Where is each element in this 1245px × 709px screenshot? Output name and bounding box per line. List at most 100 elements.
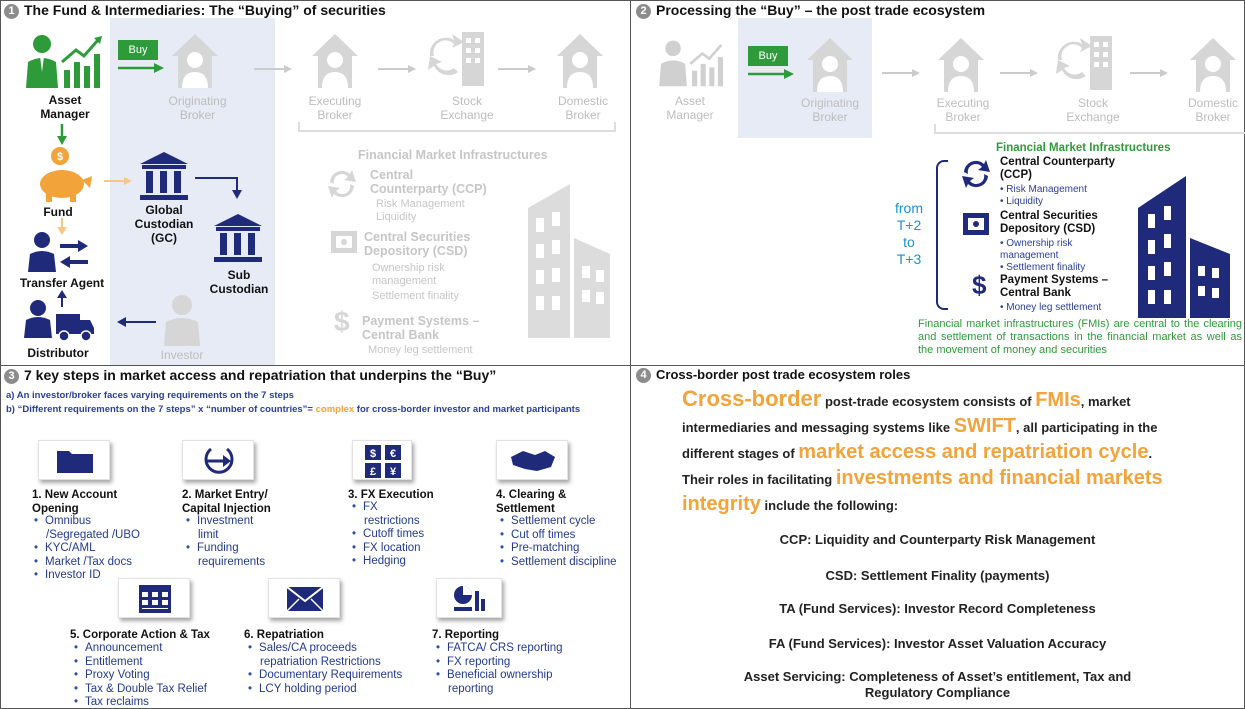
q2-csd-item: • Settlement finality — [1000, 262, 1086, 273]
q3-line-b-text: for cross-border investor and market par… — [356, 404, 581, 415]
originating-broker-icon — [172, 34, 218, 88]
executing-broker-icon — [312, 34, 358, 88]
buy-arrow-icon — [118, 63, 164, 73]
dollar-icon: $ — [334, 306, 350, 337]
q1-fmi-title: Financial Market Infrastructures — [358, 148, 548, 162]
arrow-gray-icon — [378, 65, 416, 73]
step-2-title: 2. Market Entry/ Capital Injection — [182, 489, 271, 515]
investor-label: Investor — [160, 348, 204, 362]
q2-fmi-title: Financial Market Infrastructures — [996, 142, 1171, 154]
sub-custodian-label: Sub Custodian — [209, 268, 269, 296]
step-3-tile: $€£¥ — [352, 440, 412, 480]
intro-text: . Their roles in facilitating — [682, 446, 1153, 487]
list-item: FX restrictions — [352, 501, 424, 528]
list-item: Tax & Double Tax Relief — [74, 683, 207, 697]
q2-ccp-item-text: Liquidity — [1006, 196, 1043, 207]
executing-broker-icon — [938, 38, 984, 92]
q2-number-badge: 2 — [636, 4, 651, 19]
arrow-orange-icon — [104, 177, 132, 185]
step-5-title: 5. Corporate Action & Tax — [70, 629, 210, 641]
q3-number-badge: 3 — [4, 369, 19, 384]
list-item: LCY holding period — [248, 683, 402, 697]
list-item: KYC/AML — [34, 542, 140, 556]
folder-icon — [57, 451, 93, 473]
timing-label: from T+2 to T+3 — [895, 200, 923, 267]
q2-ccp-item: • Risk Management — [1000, 184, 1087, 195]
step-6-title: 6. Repatriation — [244, 629, 324, 641]
step-5-tile — [118, 578, 190, 618]
q2-csd-title: Central Securities Depository (CSD) — [1000, 210, 1098, 235]
buy-badge: Buy — [118, 40, 158, 60]
svg-text:$: $ — [57, 151, 63, 163]
ccp-icon — [328, 170, 356, 198]
q1-ccp-item: Risk Management — [376, 198, 465, 210]
step-2-items: Investment limit Funding requirements — [186, 515, 265, 569]
market-entry-icon — [204, 447, 234, 474]
building-icon — [528, 184, 610, 338]
q1-csd-item: Ownership risk management — [372, 262, 445, 287]
q4-roles: CCP: Liquidity and Counterparty Risk Man… — [630, 0, 1245, 709]
list-item: Cutoff times — [352, 528, 424, 542]
asset-manager-label: Asset Manager — [40, 93, 90, 121]
distributor-icon — [24, 300, 94, 342]
role-ta: TA (Fund Services): Investor Record Comp… — [779, 601, 1096, 616]
svg-text:¥: ¥ — [390, 466, 397, 478]
currency-icon: $€£¥ — [365, 445, 401, 478]
intro-text: include the following: — [760, 498, 899, 513]
q2-pay-item-text: Money leg settlement — [1006, 302, 1102, 313]
calendar-icon — [139, 585, 171, 613]
hl-fmis: FMIs — [1035, 389, 1081, 411]
buy-badge: Buy — [748, 46, 788, 66]
role-asset-servicing: Asset Servicing: Completeness of Asset’s… — [743, 669, 1132, 700]
buy-arrow-icon — [748, 69, 794, 79]
q2-note: Financial market infrastructures (FMIs) … — [918, 318, 1242, 356]
step-7-title: 7. Reporting — [432, 629, 500, 641]
timing-bracket — [936, 160, 948, 310]
list-item: Hedging — [352, 555, 424, 569]
step-4-title: 4. Clearing & Settlement — [496, 489, 567, 515]
list-item: Settlement cycle — [500, 515, 617, 529]
role-fa: FA (Fund Services): Investor Asset Valua… — [768, 636, 1107, 651]
list-item: Sales/CA proceeds repatriation Restricti… — [248, 642, 402, 669]
envelope-icon — [286, 586, 324, 612]
list-item: Documentary Requirements — [248, 669, 402, 683]
q2-brokers-bracket — [934, 124, 1245, 134]
arrow-orange-icon — [57, 218, 67, 235]
hl-market-access: market access and repatriation cycle — [798, 441, 1149, 463]
report-icon — [454, 586, 485, 611]
q1-title-text: The Fund & Intermediaries: The “Buying” … — [24, 2, 386, 18]
q3-line-a: a) An investor/broker faces varying requ… — [6, 390, 294, 401]
role-ccp: CCP: Liquidity and Counterparty Risk Man… — [779, 532, 1096, 547]
domestic-broker-icon — [557, 34, 603, 88]
list-item: Proxy Voting — [74, 669, 207, 683]
ccp-icon — [962, 160, 990, 188]
step-7-items: FATCA/ CRS reporting FX reporting Benefi… — [436, 642, 562, 696]
distributor-label: Distributor — [27, 346, 89, 360]
arrow-navy-icon — [117, 317, 156, 327]
q3-complex-highlight: complex — [315, 404, 355, 415]
buy-badge-text: Buy — [758, 50, 778, 62]
q2-ccp-title: Central Counterparty (CCP) — [1000, 156, 1116, 181]
domestic-broker-icon — [1190, 38, 1236, 92]
q1-pay-title: Payment Systems – Central Bank — [362, 314, 480, 342]
domestic-broker-label: Domestic Broker — [557, 94, 608, 122]
stock-exchange-icon — [428, 32, 484, 86]
list-item: Settlement discipline — [500, 556, 616, 570]
intro-text: , market intermediaries and messaging sy… — [682, 394, 1131, 435]
q2-highlight-band — [738, 18, 872, 138]
arrow-gray-icon — [254, 65, 292, 73]
intro-text: , all participating in the different sta… — [682, 420, 1158, 461]
step-6-tile — [268, 578, 340, 618]
list-item: Cut off times — [500, 529, 617, 543]
q2-asset-manager-label: Asset Manager — [666, 94, 714, 122]
q1-csd-title: Central Securities Depository (CSD) — [364, 230, 471, 258]
step-3-items: FX restrictions Cutoff times FX location… — [352, 501, 424, 569]
arrow-navy-icon — [195, 177, 242, 199]
q1-ccp-title: Central Counterparty (CCP) — [370, 168, 487, 196]
list-item: Funding requirements — [186, 542, 265, 569]
step-6-items: Sales/CA proceeds repatriation Restricti… — [248, 642, 402, 696]
q2-ccp-item-text: Risk Management — [1006, 184, 1087, 195]
list-item: Entitlement — [74, 656, 207, 670]
